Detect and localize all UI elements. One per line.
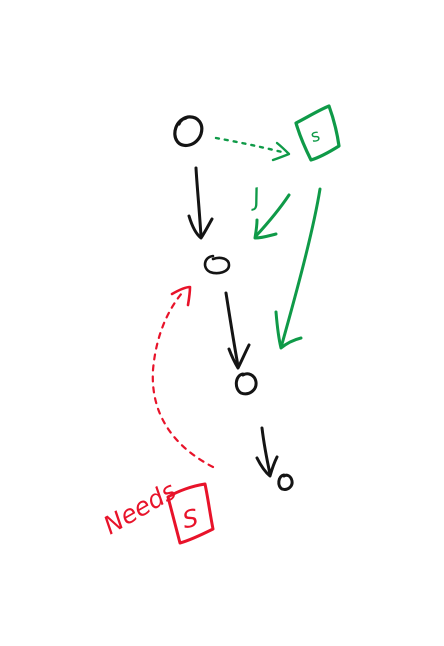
green-arrow-long-shaft xyxy=(280,187,322,346)
green-tag-label: s xyxy=(309,126,323,148)
red-annotations: Needs S xyxy=(99,285,215,545)
arrow-1-shaft xyxy=(194,166,203,238)
green-arrow-short-head xyxy=(253,218,278,240)
green-dotted-arrow xyxy=(214,136,288,155)
arrow-3-shaft xyxy=(260,426,272,476)
arrow-2-shaft xyxy=(224,291,240,368)
node-2 xyxy=(203,254,231,275)
node-1 xyxy=(173,115,204,148)
red-dashed-arrow xyxy=(151,291,215,469)
green-dotted-arrow-head xyxy=(271,141,291,162)
green-annotations: s J xyxy=(214,104,341,350)
arrow-3-head xyxy=(255,455,279,478)
black-node-chain xyxy=(173,115,294,491)
green-j-mark: J xyxy=(247,183,263,212)
red-dashed-arrow-head xyxy=(170,285,192,307)
red-needs-text: Needs xyxy=(99,476,181,540)
green-arrow-short-shaft xyxy=(254,193,291,238)
red-tag-label: S xyxy=(180,504,201,535)
green-arrow-long-head xyxy=(274,310,303,350)
arrow-1-head xyxy=(187,214,214,240)
arrow-2-head xyxy=(227,343,251,370)
node-4 xyxy=(277,473,294,491)
red-tag-box xyxy=(166,482,215,545)
green-tag-box xyxy=(294,104,341,162)
node-3 xyxy=(234,372,258,396)
